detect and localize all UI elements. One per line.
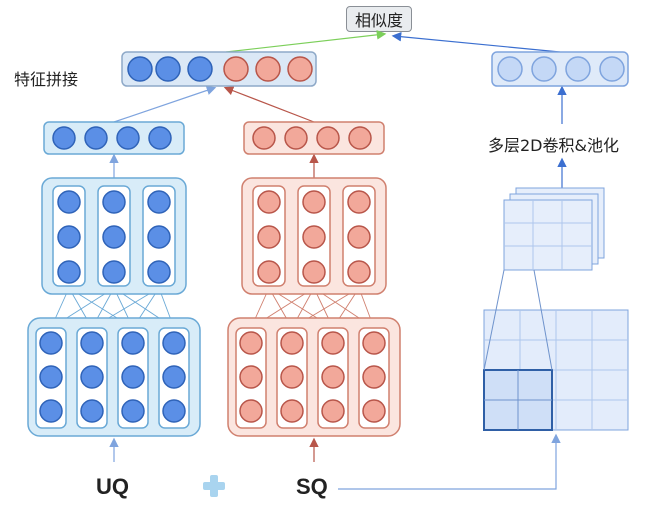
sq-layer2-node [302, 260, 326, 284]
sq-layer1-node [321, 365, 345, 389]
uq-pooled-node [148, 126, 172, 150]
sq-layer2-node [302, 225, 326, 249]
sq-layer1-node [280, 365, 304, 389]
uq-layer1-node [162, 365, 186, 389]
uq-layer1-node [39, 331, 63, 355]
uq-pooled-node [116, 126, 140, 150]
uq-layer2-node [102, 225, 126, 249]
similarity-box: 相似度 [346, 6, 412, 32]
uq-layer2-node [102, 190, 126, 214]
uq-layer1-node [80, 365, 104, 389]
sq-layer2-node [257, 260, 281, 284]
sq-layer1-node [280, 331, 304, 355]
concat-node-red [287, 56, 313, 82]
sq-pooled-node [316, 126, 340, 150]
uq-layer2-node [147, 190, 171, 214]
uq-pooled-node [84, 126, 108, 150]
sq-layer1-node [362, 365, 386, 389]
sq-layer1-node [239, 365, 263, 389]
uq-layer1-node [39, 399, 63, 423]
conv-pool-label: 多层2D卷积&池化 [488, 136, 619, 155]
cnn-output-node [599, 56, 625, 82]
sq-pooled-node [252, 126, 276, 150]
sq-layer1-node [280, 399, 304, 423]
uq-layer2-node [147, 225, 171, 249]
uq-layer2-node [147, 260, 171, 284]
uq-layer1-node [121, 331, 145, 355]
uq-label: UQ [96, 474, 129, 499]
sq-layer1-node [239, 399, 263, 423]
uq-pooled-box [43, 121, 185, 155]
sq-layer2-node [257, 225, 281, 249]
uq-layer1-node [80, 331, 104, 355]
sq-layer2-node [347, 260, 371, 284]
sq-layer2-node [257, 190, 281, 214]
uq-layer1-block [27, 317, 201, 437]
cnn-output-node [565, 56, 591, 82]
arrow-cnn-to-similarity [391, 31, 561, 53]
concat-node-red [255, 56, 281, 82]
uq-layer2-node [102, 260, 126, 284]
sq-layer1-node [321, 399, 345, 423]
plus-icon [210, 475, 218, 497]
sq-layer1-node [362, 399, 386, 423]
sq-pooled-node [284, 126, 308, 150]
feature-map [503, 199, 593, 271]
sq-pooled-node [348, 126, 372, 150]
projection-line [483, 269, 505, 371]
sq-layer2-node [347, 225, 371, 249]
arrow-concat-to-similarity [225, 30, 387, 53]
uq-layer2-node [57, 260, 81, 284]
sq-layer1-block [227, 317, 401, 437]
sq-layer1-node [362, 331, 386, 355]
concat-node-blue [155, 56, 181, 82]
sq-layer2-node [302, 190, 326, 214]
feature-concat-label: 特征拼接 [14, 70, 79, 89]
uq-layer1-node [162, 331, 186, 355]
uq-layer1-node [80, 399, 104, 423]
sq-label: SQ [296, 474, 328, 499]
arrow-sq-to-matrix [338, 433, 561, 490]
sq-pooled-box [243, 121, 385, 155]
sq-layer1-node [321, 331, 345, 355]
projection-line [533, 269, 553, 371]
arrow-uq-to-concat [113, 85, 217, 123]
uq-pooled-node [52, 126, 76, 150]
cnn-output-box [491, 51, 629, 87]
uq-layer1-node [39, 365, 63, 389]
concat-node-blue [187, 56, 213, 82]
cnn-output-node [531, 56, 557, 82]
sq-layer2-node [347, 190, 371, 214]
uq-layer2-node [57, 190, 81, 214]
uq-layer1-node [162, 399, 186, 423]
concat-node-blue [127, 56, 153, 82]
arrow-sq-to-concat [223, 86, 315, 123]
sq-layer1-node [239, 331, 263, 355]
cnn-output-node [497, 56, 523, 82]
uq-layer1-node [121, 365, 145, 389]
uq-layer2-node [57, 225, 81, 249]
uq-layer1-node [121, 399, 145, 423]
concat-node-red [223, 56, 249, 82]
